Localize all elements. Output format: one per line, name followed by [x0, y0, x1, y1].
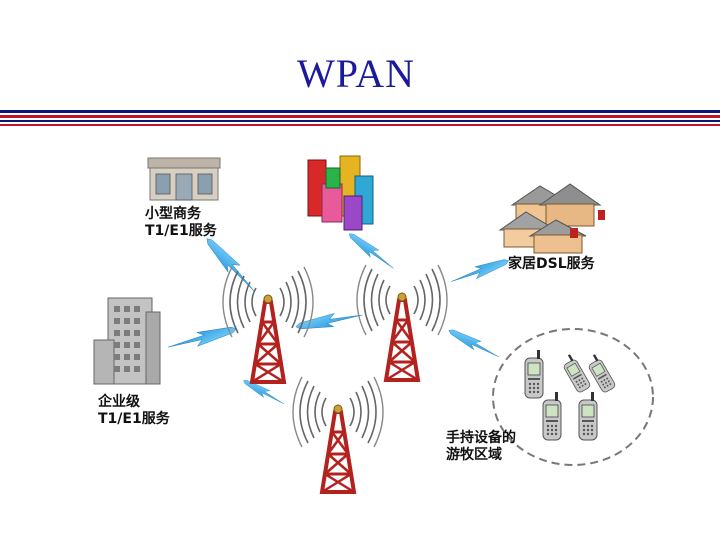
- office-tower-icon: [93, 297, 161, 385]
- page-title: WPAN: [296, 51, 416, 96]
- mobile-phone-icon: [559, 352, 592, 394]
- rule-red-top: [0, 115, 720, 118]
- handheld-zone: [492, 328, 654, 466]
- city-buildings-icon: [307, 155, 374, 231]
- mobile-phone-icon: [578, 391, 598, 441]
- link-handheld: [446, 325, 502, 362]
- rule-blue-bottom: [0, 120, 720, 122]
- mobile-phone-icon: [542, 391, 562, 441]
- mobile-phone-icon: [524, 349, 544, 399]
- link-small-business: [201, 233, 260, 296]
- enterprise-label: 企业级 T1/E1服务: [98, 394, 170, 427]
- radio-tower-icon: [356, 264, 448, 382]
- shop-icon: [147, 157, 221, 201]
- link-city: [345, 229, 398, 273]
- home-label: 家居DSL服务: [508, 256, 595, 272]
- link-home: [449, 254, 511, 288]
- rule-red-bottom: [0, 124, 720, 126]
- header-rule: [0, 110, 720, 130]
- rule-blue-top: [0, 110, 720, 113]
- houses-icon: [498, 183, 605, 254]
- handheld-label: 手持设备的 游牧区域: [446, 430, 516, 463]
- small-business-label: 小型商务 T1/E1服务: [145, 206, 217, 239]
- radio-tower-icon: [292, 376, 384, 494]
